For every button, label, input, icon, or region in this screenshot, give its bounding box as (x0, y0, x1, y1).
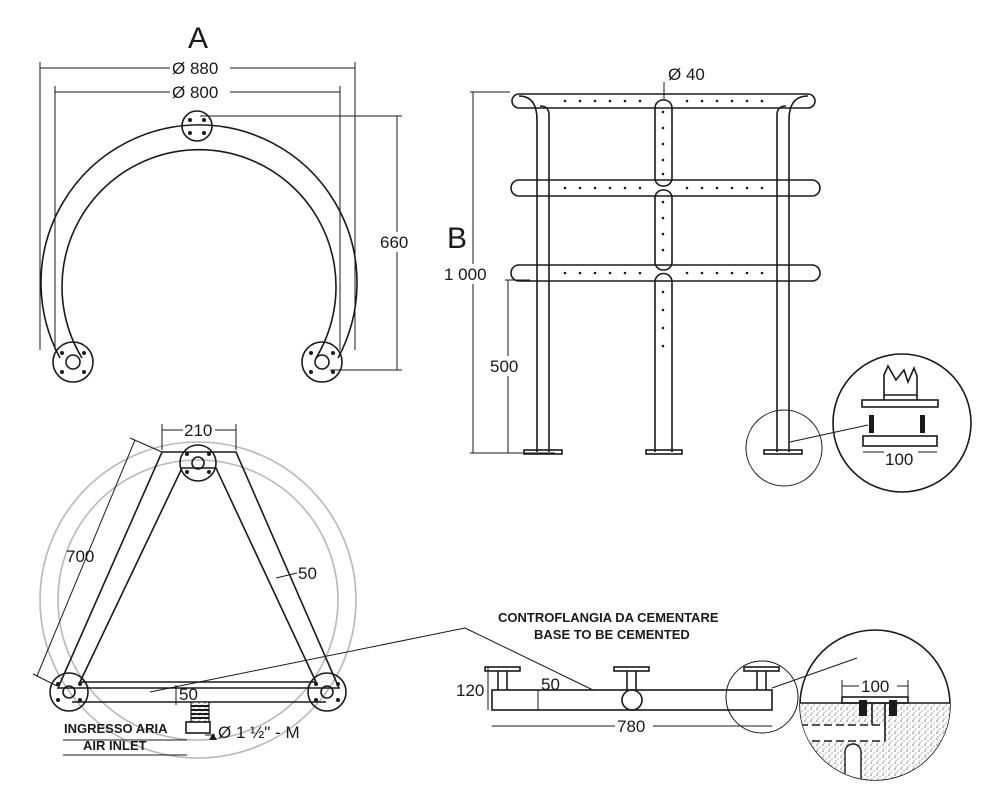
dim-bar-width: 50 (179, 685, 198, 704)
left-post-outer (518, 95, 538, 452)
top-flange-c (179, 444, 217, 482)
inlet-tube-section (621, 689, 643, 711)
dim-base-thickness: 50 (541, 675, 560, 694)
guide-circle-outer (39, 441, 357, 759)
dim-outer-diameter: Ø 880 (172, 59, 218, 78)
right-flange-c (307, 672, 347, 712)
arc-inner (61, 148, 337, 359)
left-flange-c (49, 672, 89, 712)
dim-inner-diameter: Ø 800 (172, 83, 218, 102)
dim-base-length: 780 (617, 717, 645, 736)
air-inlet-fitting-size: Ø 1 ½" - M (218, 723, 300, 742)
base-title-it: CONTROFLANGIA DA CEMENTARE (498, 610, 719, 625)
left-post-inner (539, 105, 550, 452)
detail-callout-b (745, 409, 823, 487)
base-title-en: BASE TO BE CEMENTED (534, 627, 690, 642)
triangle-frame-outer (56, 451, 341, 689)
view-d: CONTROFLANGIA DA CEMENTARE BASE TO BE CE… (456, 610, 951, 781)
foot-flange-left (52, 341, 94, 383)
view-b: B 1 000 500 Ø 40 (440, 65, 972, 493)
arc-outer (40, 124, 358, 359)
dim-tube-width: 50 (298, 564, 317, 583)
view-a-label: A (188, 22, 208, 55)
detail-d-flange-width: 100 (861, 677, 889, 696)
base-beam (491, 689, 773, 711)
middle-rail (510, 179, 821, 197)
centre-base-plate (645, 449, 683, 455)
centre-post-middle (654, 189, 673, 271)
guide-circle-inner (57, 459, 339, 741)
top-rail (511, 93, 816, 109)
right-post-outer (788, 95, 809, 452)
lower-rail (510, 264, 821, 282)
view-b-label: B (447, 222, 467, 255)
detail-bubble-b (832, 353, 972, 493)
foot-flange-right (301, 341, 343, 383)
dim-tube-diameter: Ø 40 (668, 65, 705, 84)
left-base-plate (523, 449, 563, 455)
dim-total-height: 1 000 (444, 265, 487, 284)
dim-top-width: 210 (184, 421, 212, 440)
dim-base-height: 120 (456, 681, 484, 700)
detail-b-flange-width: 100 (885, 450, 913, 469)
right-base-plate (763, 449, 803, 455)
air-inlet-label-it: INGRESSO ARIA (64, 721, 168, 736)
dim-side-length: 700 (66, 547, 94, 566)
air-inlet-label-en: AIR INLET (83, 738, 147, 753)
detail-callout-d (725, 660, 799, 734)
base-standoffs (484, 666, 780, 690)
triangle-frame-inner (78, 467, 318, 683)
dim-line-700 (36, 439, 136, 677)
dim-height: 660 (380, 233, 408, 252)
right-post-inner (776, 105, 787, 452)
centre-post-upper (654, 99, 673, 187)
dim-mid-height: 500 (490, 357, 518, 376)
centre-post-lower (654, 272, 673, 452)
view-c: 210 700 50 50 (32, 420, 357, 759)
top-flange (181, 110, 213, 142)
perforation-dots (563, 99, 764, 348)
view-a: A Ø 880 Ø 800 660 (39, 22, 414, 383)
